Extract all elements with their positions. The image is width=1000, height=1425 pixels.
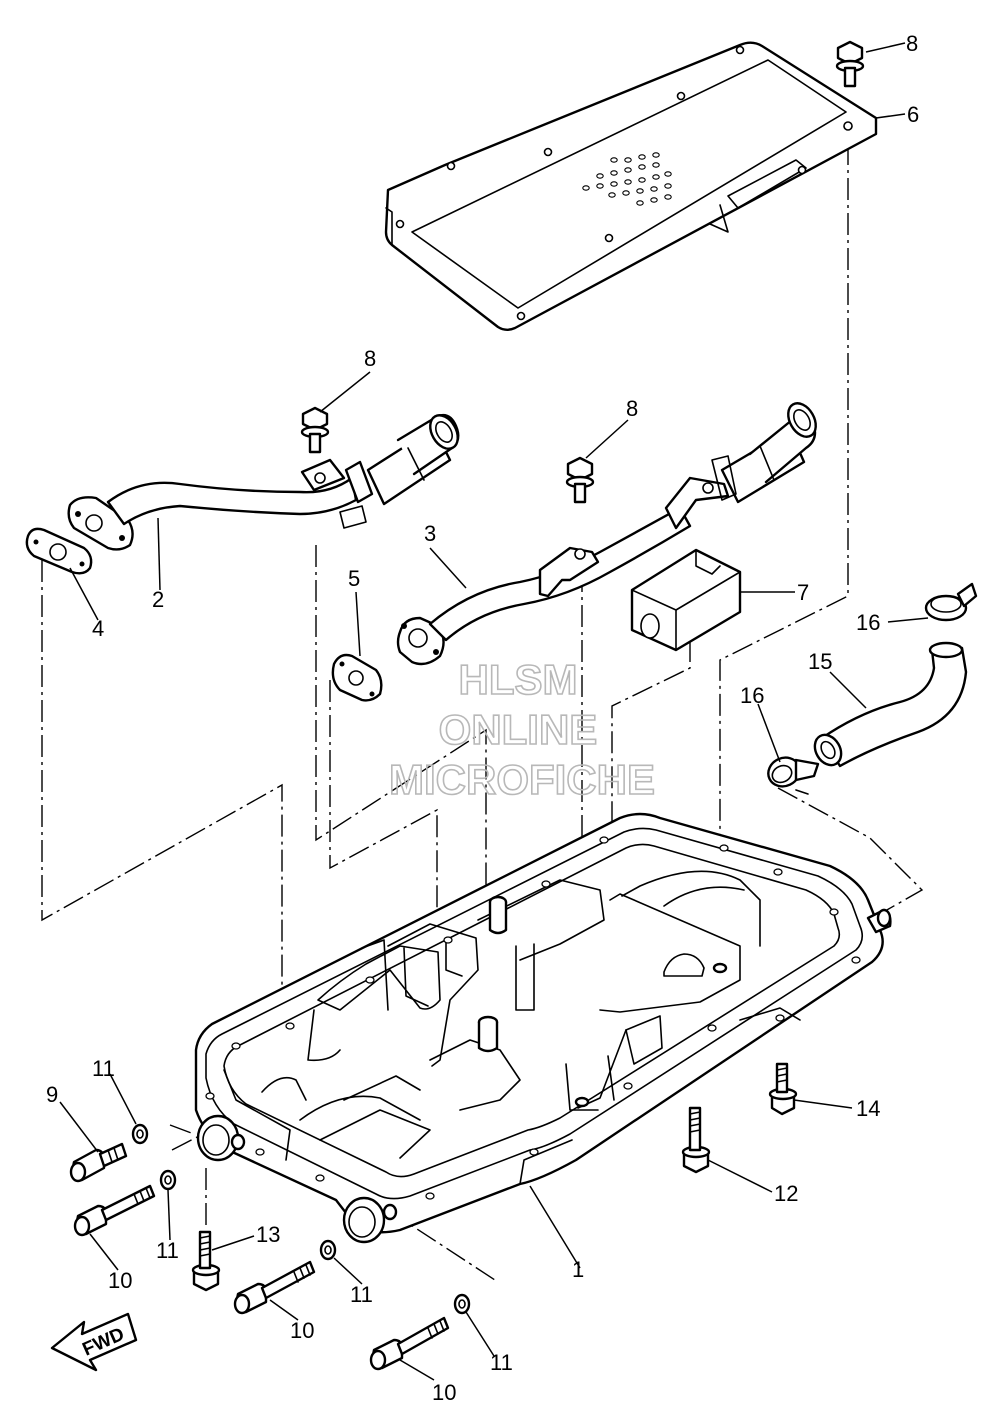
watermark-line-1: HLSM: [459, 656, 578, 703]
oil-pipe-2: [67, 413, 460, 551]
fwd-arrow: FWD: [50, 1312, 138, 1372]
callout-2: 2: [152, 587, 164, 612]
callout-14: 14: [856, 1096, 880, 1121]
callout-7: 7: [797, 580, 809, 605]
callout-1: 1: [572, 1257, 584, 1282]
callout-6: 6: [907, 102, 919, 127]
hose-clamp-lower: [767, 756, 820, 795]
flange-bolt-13: [191, 1230, 221, 1292]
callout-11-d: 11: [490, 1350, 513, 1375]
hose-clamp-upper: [924, 582, 978, 622]
holder-7: [630, 548, 742, 652]
flange-bolt-14: [768, 1062, 798, 1116]
watermark: HLSM ONLINE MICROFICHE: [388, 655, 656, 804]
callout-10-a: 10: [108, 1268, 132, 1293]
oil-pipe-3: [396, 402, 817, 666]
callout-numbers: 8 6 8 8 3 2 4 5 7 16 15 16 1 14 12 13 9 …: [46, 31, 919, 1405]
oil-pan: [194, 812, 892, 1244]
callout-10-b: 10: [290, 1318, 314, 1343]
callout-8-top: 8: [906, 31, 918, 56]
gasket-4: [25, 527, 93, 575]
callout-8-center: 8: [626, 396, 638, 421]
callout-11-b: 11: [156, 1238, 179, 1263]
callout-15: 15: [808, 649, 832, 674]
callout-16-lower: 16: [740, 683, 764, 708]
flange-bolt-top: [835, 40, 865, 88]
callout-11-c: 11: [350, 1282, 373, 1307]
washers-11: [131, 1123, 471, 1315]
leader-lines: [59, 42, 929, 1381]
socket-bolt-10-c: [369, 1316, 450, 1371]
callout-13: 13: [256, 1222, 280, 1247]
callout-4: 4: [92, 616, 104, 641]
callout-11-a: 11: [92, 1056, 115, 1081]
callout-10-c: 10: [432, 1380, 456, 1405]
oil-hose-15: [813, 641, 968, 768]
callout-5: 5: [348, 566, 360, 591]
watermark-line-2: ONLINE: [439, 706, 598, 753]
watermark-line-3: MICROFICHE: [389, 756, 655, 803]
socket-bolt-10-a: [73, 1184, 156, 1237]
callout-12: 12: [774, 1181, 798, 1206]
callout-3: 3: [424, 521, 436, 546]
flange-bolt-mid-left: [300, 406, 330, 454]
callout-9: 9: [46, 1082, 58, 1107]
socket-bolt-10-b: [233, 1260, 316, 1315]
flange-bolt-center: [565, 456, 595, 504]
baffle-plate: [384, 41, 878, 331]
bolt-9: [69, 1142, 128, 1183]
callout-8-left: 8: [364, 346, 376, 371]
callout-16-upper: 16: [856, 610, 880, 635]
gasket-5: [331, 653, 383, 702]
flange-bolt-12: [681, 1106, 711, 1174]
